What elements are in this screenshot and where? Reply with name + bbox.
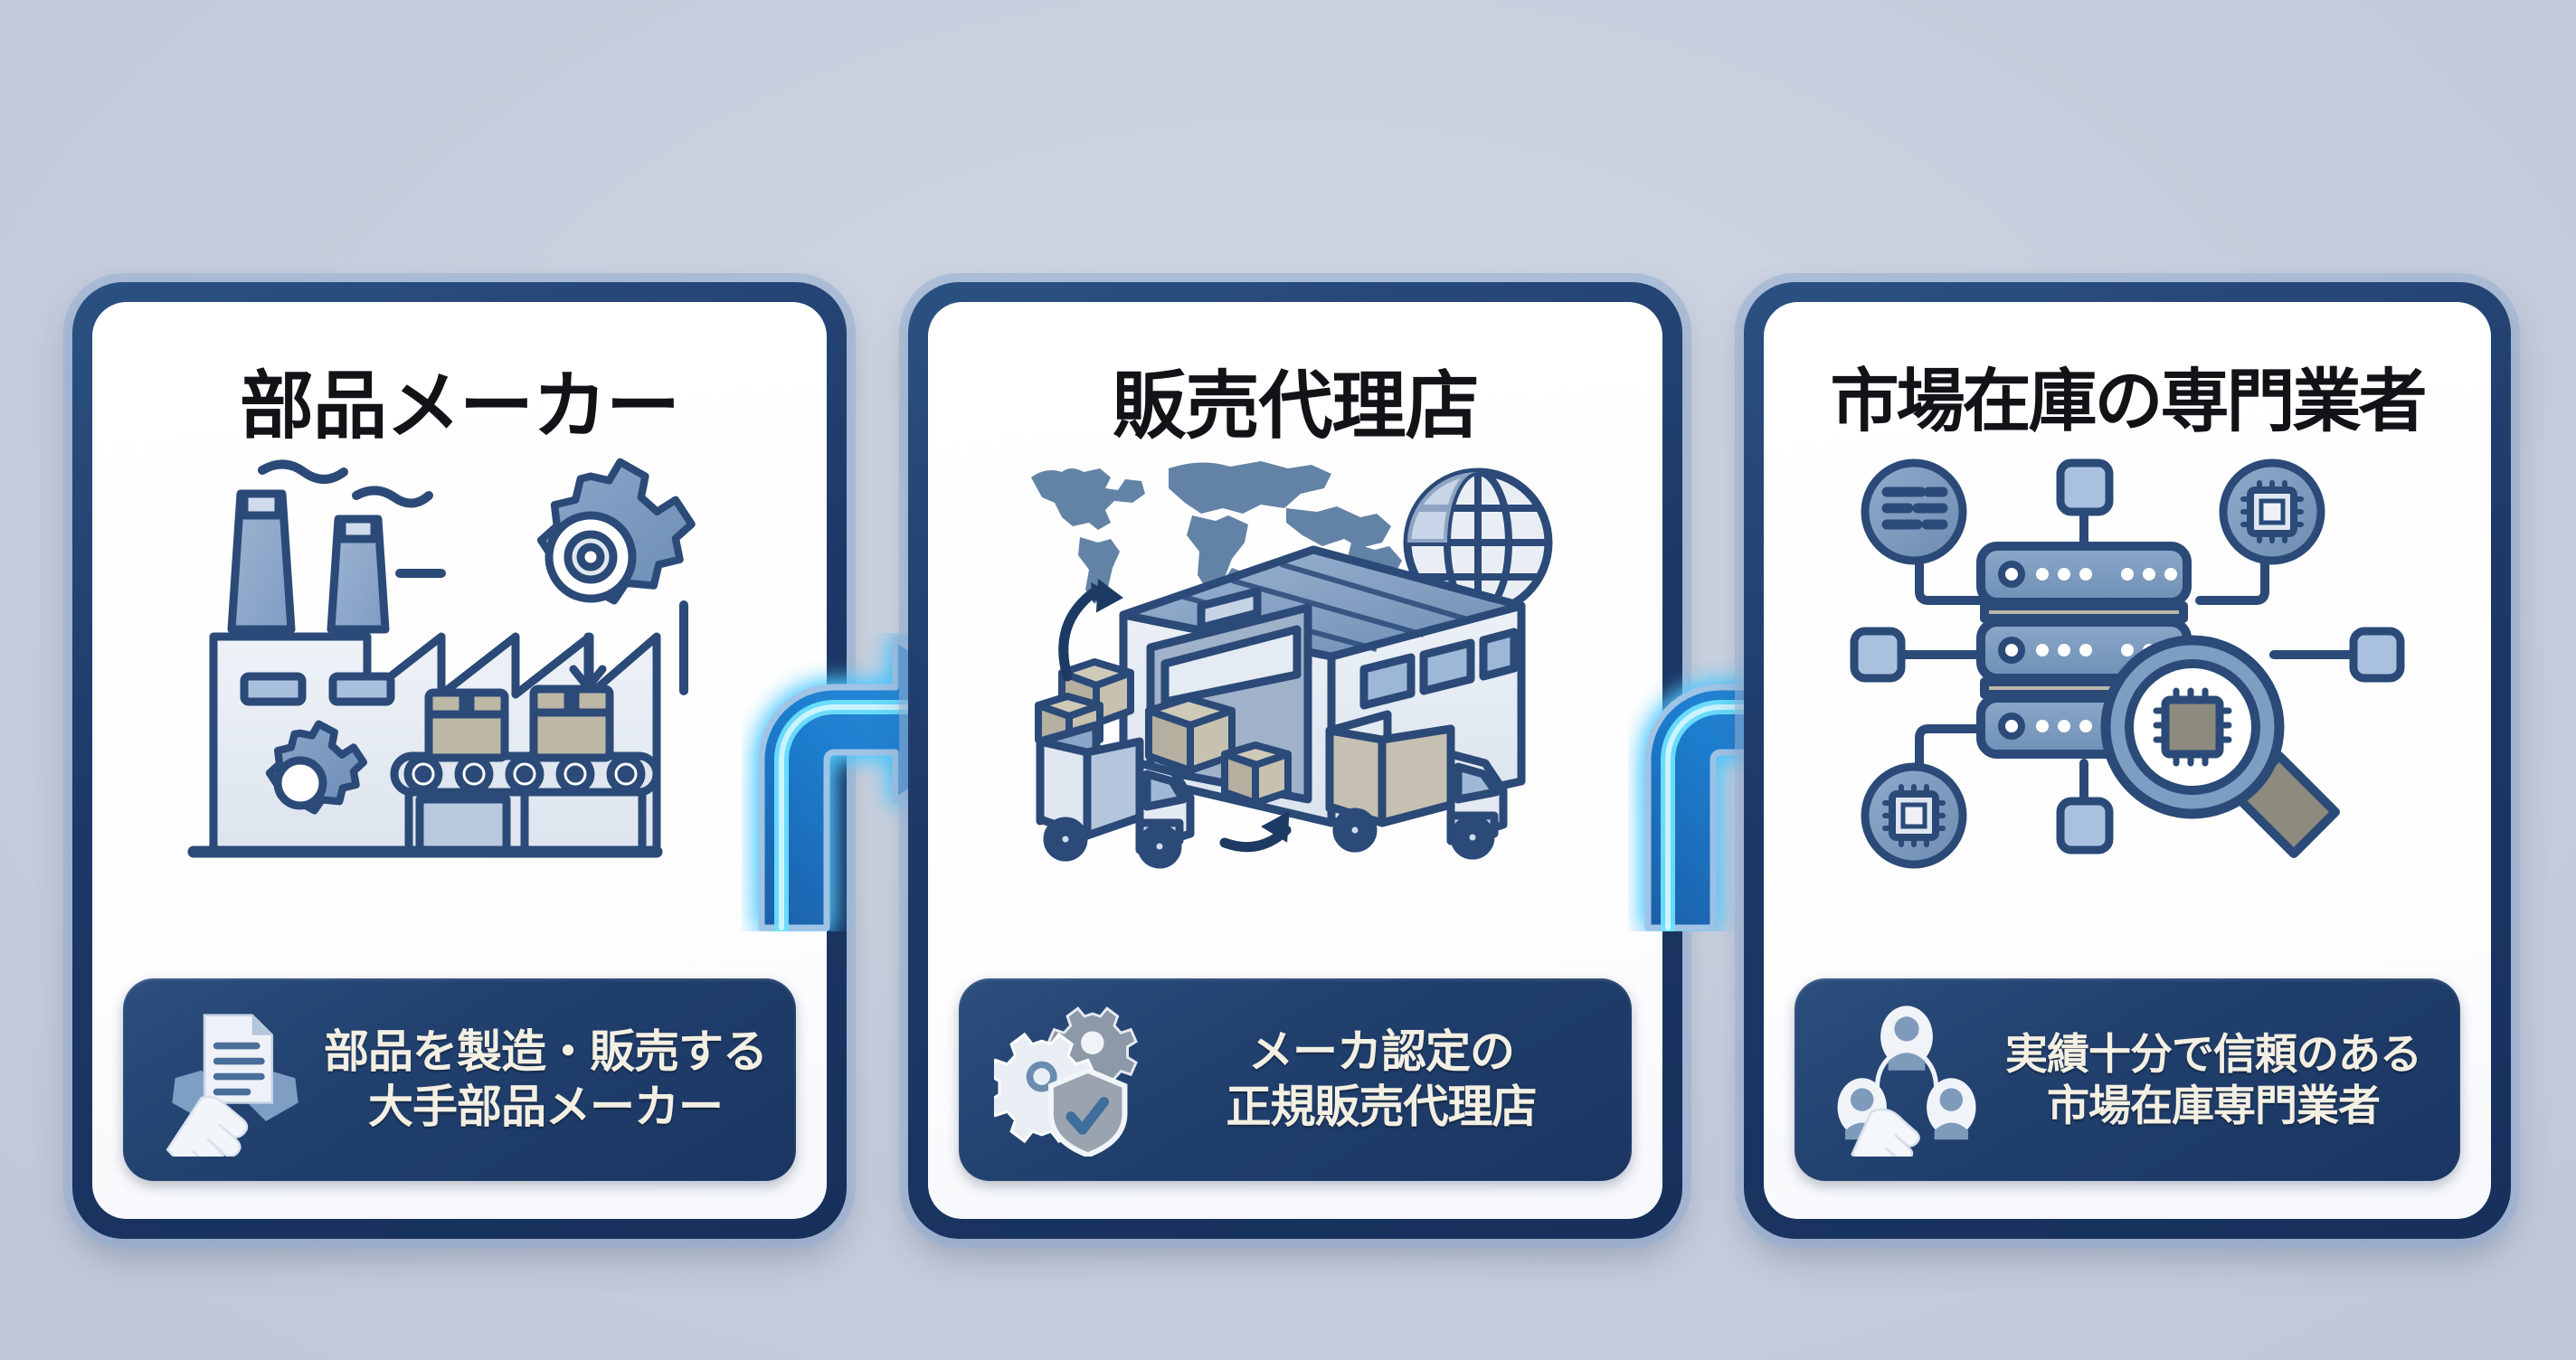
server-network-chip-search-illustration (1847, 456, 2408, 872)
card-badge: 実績十分で信頼のある 市場在庫専門業者 (1795, 978, 2460, 1181)
card-parts-maker[interactable]: 部品メーカー (72, 282, 847, 1239)
badge-text: メーカ認定の 正規販売代理店 (1160, 1025, 1608, 1135)
card-title: 部品メーカー (239, 365, 680, 448)
gears-shield-check-icon (982, 994, 1160, 1166)
card-badge: メーカ認定の 正規販売代理店 (959, 978, 1632, 1181)
card-inner: 部品メーカー (92, 302, 827, 1219)
card-badge: 部品を製造・販売する 大手部品メーカー (123, 978, 796, 1181)
document-handshake-icon (147, 994, 324, 1166)
badge-line: 大手部品メーカー (368, 1081, 724, 1132)
card-inner: 販売代理店 (928, 302, 1662, 1219)
warehouse-globe-trucks-illustration (1015, 456, 1576, 872)
badge-line: メーカ認定の (1248, 1026, 1515, 1077)
badge-line: 市場在庫専門業者 (2047, 1081, 2381, 1129)
badge-text: 実績十分で信頼のある 市場在庫専門業者 (1995, 1028, 2437, 1132)
badge-line: 実績十分で信頼のある (2005, 1029, 2422, 1078)
card-sales-distributor[interactable]: 販売代理店 (908, 282, 1682, 1239)
card-title: 市場在庫の専門業者 (1830, 364, 2428, 440)
factory-conveyor-gear-illustration (179, 456, 740, 872)
badge-line: 部品を製造・販売する (324, 1026, 768, 1077)
people-handshake-icon (1818, 994, 1995, 1166)
card-inner: 市場在庫の専門業者 (1764, 302, 2491, 1219)
card-market-stock-specialist[interactable]: 市場在庫の専門業者 (1744, 282, 2511, 1239)
card-title: 販売代理店 (1112, 365, 1479, 448)
badge-text: 部品を製造・販売する 大手部品メーカー (324, 1025, 772, 1135)
badge-line: 正規販売代理店 (1226, 1081, 1538, 1132)
